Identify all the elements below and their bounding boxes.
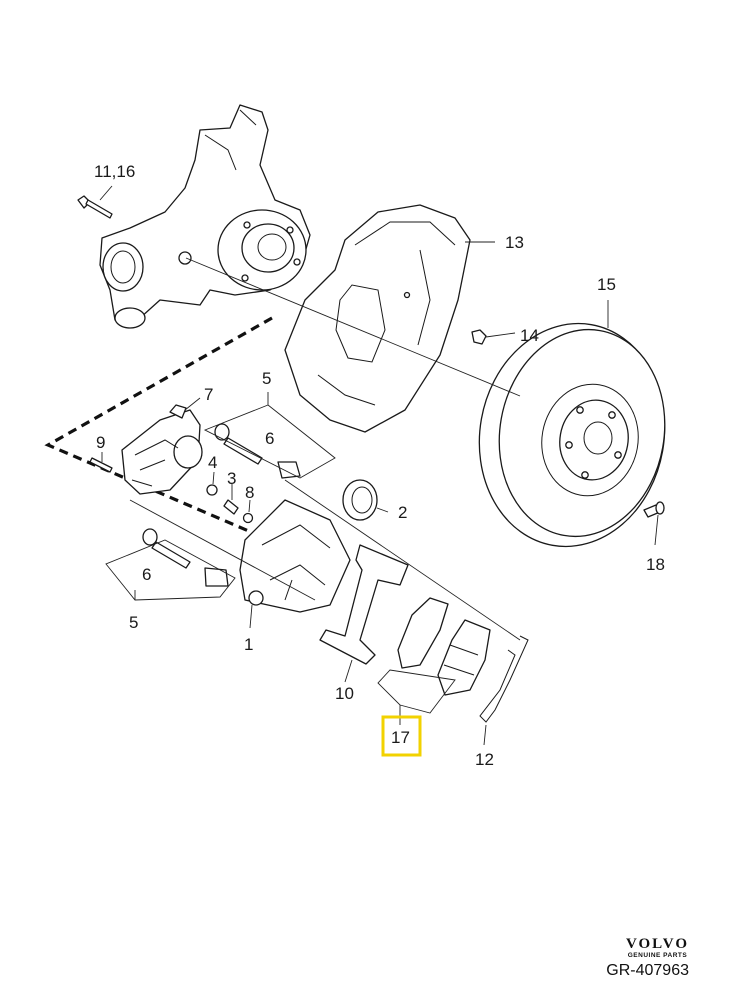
callout-9: 9 bbox=[96, 433, 105, 452]
bleed-nipple-cap bbox=[206, 484, 218, 496]
anti-rattle-spring bbox=[479, 635, 529, 723]
brake-disc bbox=[478, 322, 666, 548]
callout-2: 2 bbox=[398, 503, 407, 522]
callout-13: 13 bbox=[505, 233, 524, 252]
diagram-reference: GR-407963 bbox=[606, 962, 689, 979]
callout-12: 12 bbox=[475, 750, 494, 769]
shield-bolt bbox=[471, 329, 487, 345]
callout-5-upper: 5 bbox=[262, 369, 271, 388]
small-bolt-9 bbox=[89, 457, 113, 473]
dust-shield bbox=[284, 204, 471, 433]
callout-17: 17 bbox=[391, 728, 410, 747]
parking-brake-motor bbox=[121, 404, 203, 495]
bleed-nipple bbox=[223, 499, 239, 515]
assembly-boundary-dashed bbox=[44, 316, 273, 537]
guide-pin-kit-lower bbox=[142, 528, 229, 587]
seal-8 bbox=[242, 512, 254, 524]
volvo-brand-mark: VOLVO GENUINE PARTS bbox=[626, 936, 689, 959]
callout-numbers: 11,16 13 15 14 5 7 6 9 4 3 8 2 18 6 5 1 … bbox=[94, 162, 665, 769]
callout-6-lower: 6 bbox=[142, 565, 151, 584]
leader-lines bbox=[99, 185, 659, 746]
callout-4: 4 bbox=[208, 453, 217, 472]
callout-6-upper: 6 bbox=[265, 429, 274, 448]
callout-15: 15 bbox=[597, 275, 616, 294]
wheel-hub bbox=[217, 209, 307, 291]
disc-screw bbox=[643, 501, 665, 518]
callout-3: 3 bbox=[227, 469, 236, 488]
callout-1: 1 bbox=[244, 635, 253, 654]
caliper-bracket bbox=[319, 544, 409, 665]
callout-14: 14 bbox=[520, 326, 539, 345]
brake-pad-set bbox=[397, 597, 491, 696]
callout-10: 10 bbox=[335, 684, 354, 703]
callout-7: 7 bbox=[204, 385, 213, 404]
callout-8: 8 bbox=[245, 483, 254, 502]
callout-5-lower: 5 bbox=[129, 613, 138, 632]
knuckle-bolt bbox=[77, 195, 113, 219]
callout-17-highlight-box bbox=[381, 715, 422, 757]
callout-18: 18 bbox=[646, 555, 665, 574]
piston-seal bbox=[342, 479, 378, 521]
brake-caliper bbox=[239, 499, 351, 613]
genuine-parts-tagline: GENUINE PARTS bbox=[627, 952, 688, 959]
callout-11-16: 11,16 bbox=[94, 162, 135, 181]
volvo-logo: VOLVO bbox=[625, 936, 689, 952]
